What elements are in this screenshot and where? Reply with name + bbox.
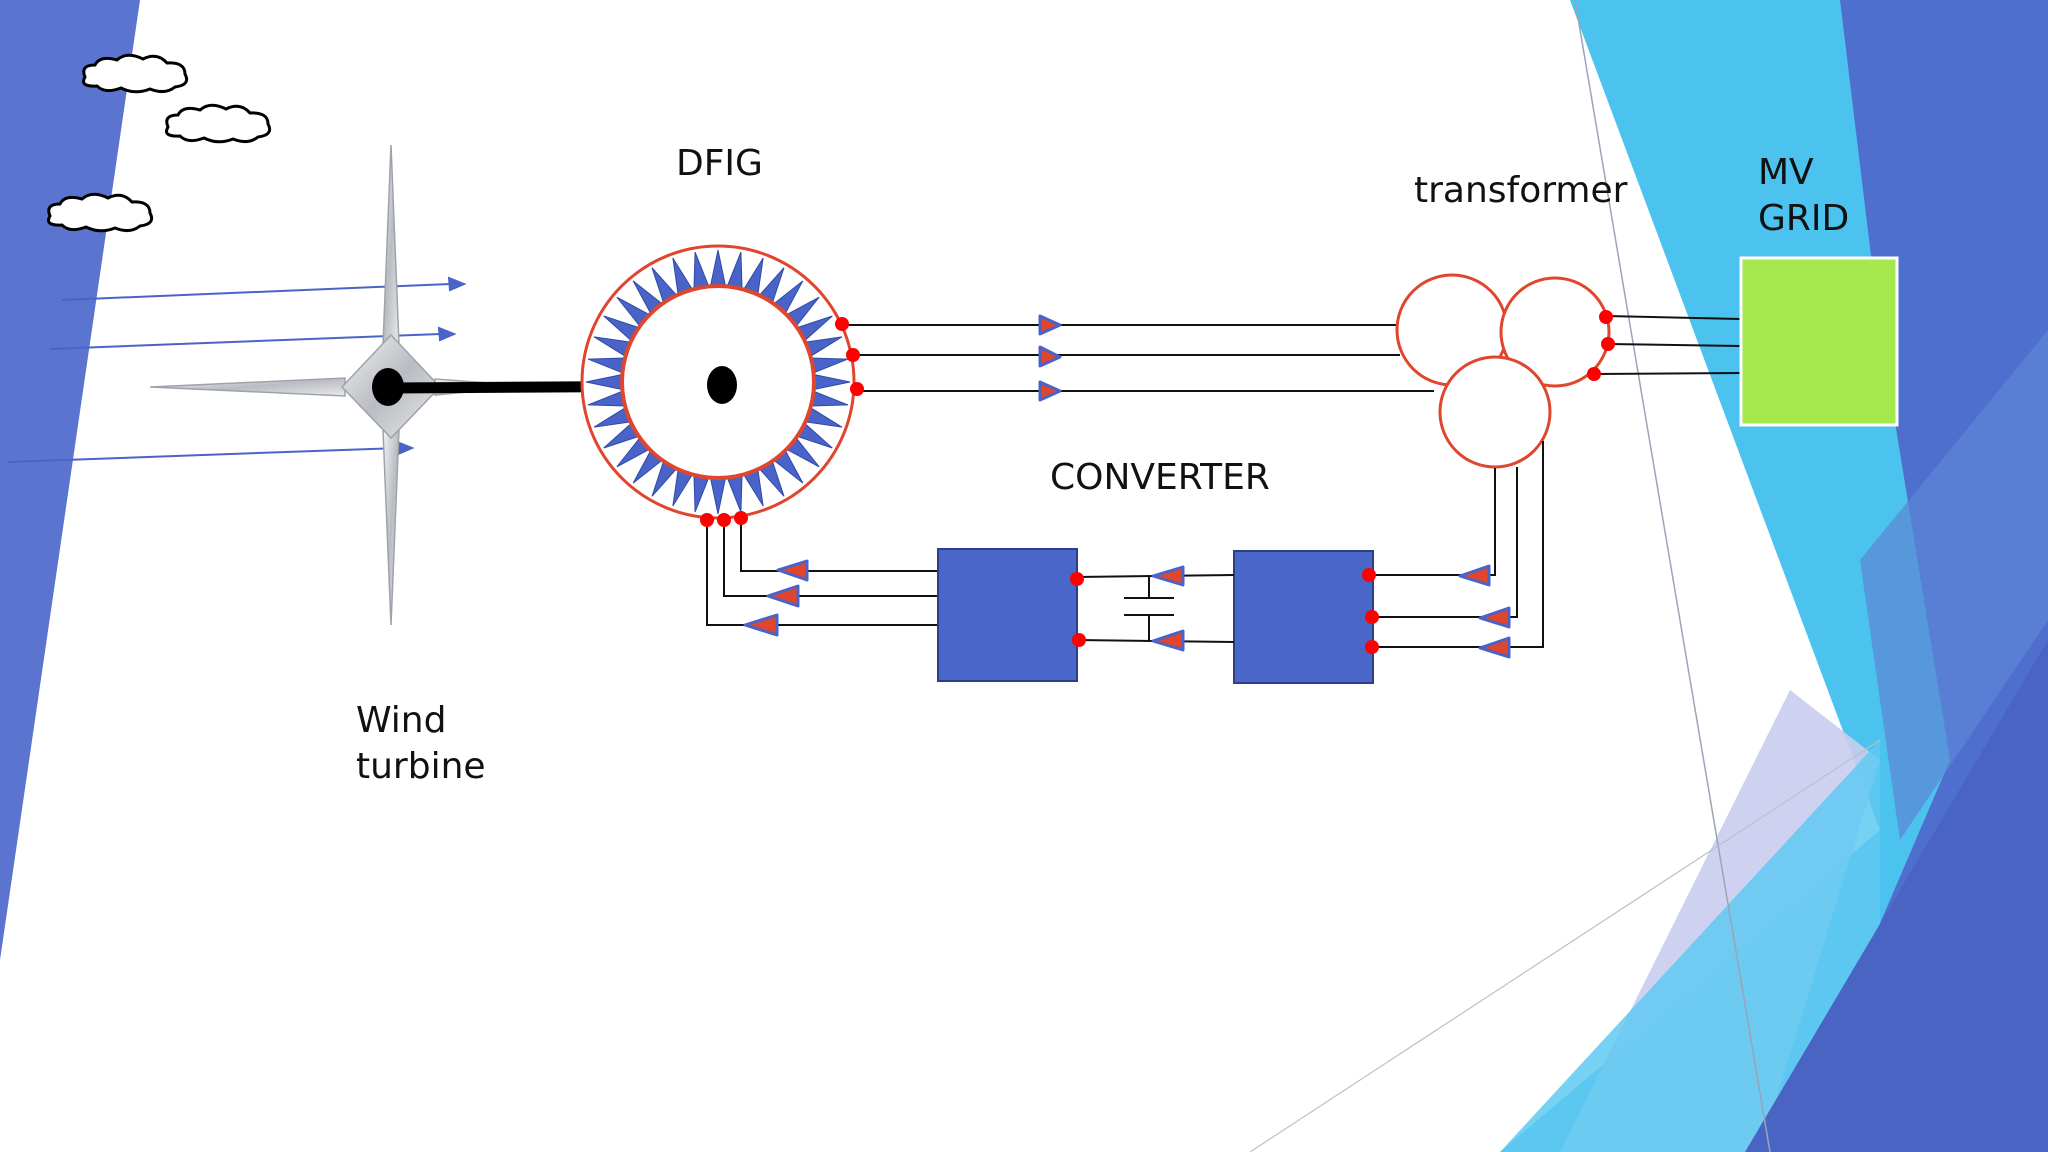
rotor-side-arrows [743,559,809,637]
blade-up [382,144,400,346]
mv-grid-label-line1: MV [1758,152,1814,193]
dc-link-lines [1076,574,1235,643]
dc-link-terminals [1070,572,1086,647]
converter-block-icon [1233,550,1374,684]
dc-link-arrows [1151,565,1185,652]
rotor-shaft-end [707,366,737,404]
grid-side-arrows [1458,564,1511,659]
right-cyan-panel [1500,740,1880,1152]
transformer-icon [1395,273,1611,469]
right-deep-corner [1745,640,2048,1152]
mv-grid-label-line2: GRID [1758,198,1850,239]
cloud-icon [165,103,272,144]
rotor-lines [706,521,938,626]
winding-bottom [1438,355,1552,469]
transformer-terminals [1587,310,1615,381]
transformer-label: transformer [1414,170,1628,211]
blade-left [149,377,346,397]
decor-line [1249,739,1881,1152]
flow-arrows [1038,314,1062,402]
stator-teeth [585,249,851,515]
capacitor-icon [1124,577,1174,640]
converter-block-icon [937,548,1078,682]
stator-terminals [835,317,864,396]
transformer-to-grid-lines [1593,315,1741,375]
converter-label: CONVERTER [1050,457,1270,498]
grid-side-terminals [1362,568,1379,654]
dfig-label: DFIG [676,143,763,184]
cloud-icon [47,192,154,233]
winding-right [1499,276,1611,388]
blade-down [382,429,400,626]
right-mid-panel [1860,330,2048,840]
decor-line [1574,0,1771,1152]
cloud-icon [82,53,189,94]
wind-turbine-label: Wind turbine [356,698,486,790]
rotor-terminals [700,511,748,527]
mv-grid-block [1739,256,1899,427]
stator-lines [842,324,1434,392]
mv-grid-label: MV GRID [1758,150,1849,242]
grid-side-lines [1373,441,1544,648]
left-blue-band [0,0,140,960]
wind-turbine-label-line1: Wind [356,700,447,741]
wind-turbine-label-line2: turbine [356,746,486,787]
dfig-generator-icon [580,244,856,520]
